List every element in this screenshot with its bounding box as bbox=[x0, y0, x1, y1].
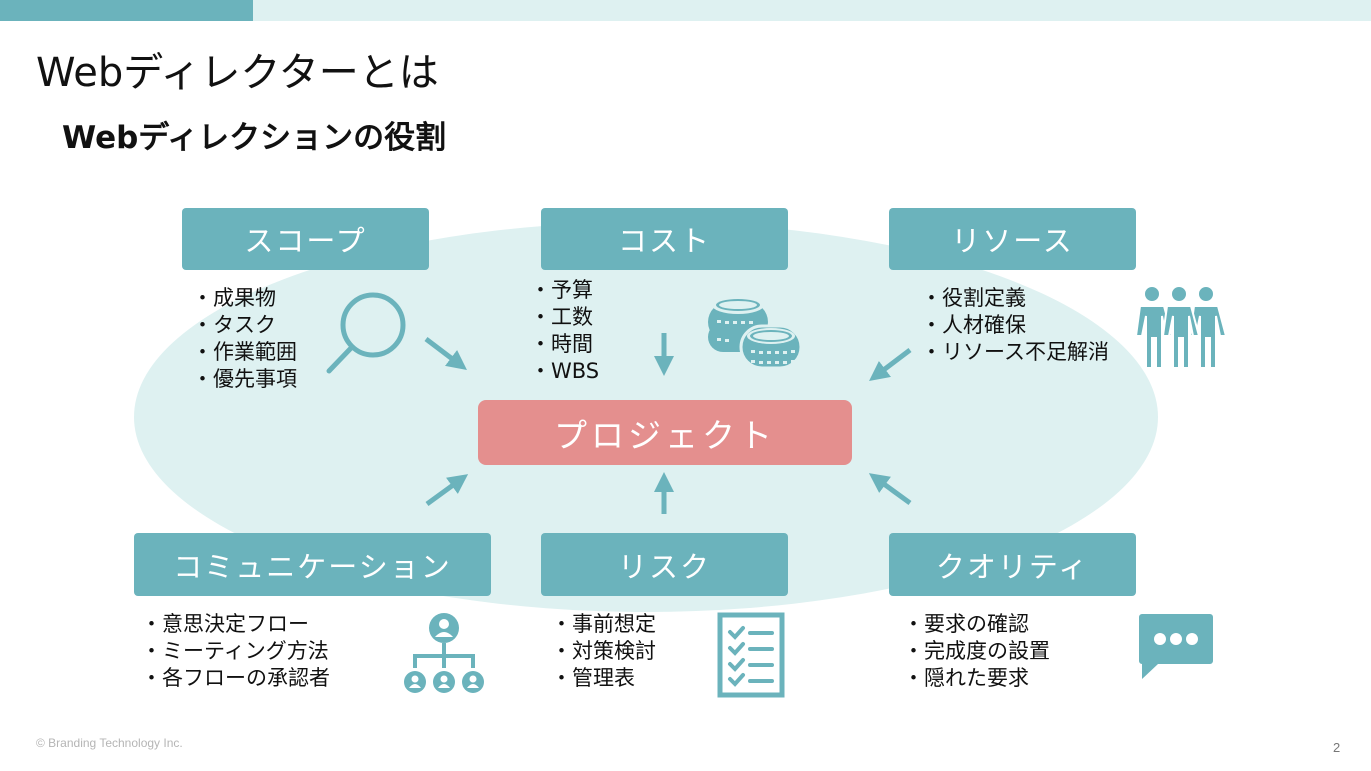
slide-subtitle: Webディレクションの役割 bbox=[62, 120, 447, 156]
list-item: 役割定義 bbox=[921, 285, 1109, 312]
category-box-cost: コスト bbox=[541, 208, 788, 270]
list-item: ミーティング方法 bbox=[141, 638, 330, 665]
list-item: 意思決定フロー bbox=[141, 611, 330, 638]
list-item: リソース不足解消 bbox=[921, 339, 1109, 366]
speech-bubble-icon bbox=[1139, 614, 1213, 679]
top-light-bar bbox=[253, 0, 1371, 21]
list-item: 人材確保 bbox=[921, 312, 1109, 339]
top-accent-bar bbox=[0, 0, 253, 21]
arrow-resource bbox=[869, 348, 912, 382]
checklist-icon bbox=[717, 612, 785, 698]
category-box-quality: クオリティ bbox=[889, 533, 1136, 596]
arrow-quality bbox=[868, 473, 912, 506]
arrow-communication bbox=[425, 474, 469, 507]
list-item: 各フローの承認者 bbox=[141, 665, 330, 692]
list-item: WBS bbox=[530, 358, 599, 385]
list-item: 工数 bbox=[530, 304, 599, 331]
list-item: 作業範囲 bbox=[192, 339, 297, 366]
category-box-resource: リソース bbox=[889, 208, 1136, 270]
cost-list: 予算 工数 時間 WBS bbox=[530, 277, 599, 385]
communication-list: 意思決定フロー ミーティング方法 各フローの承認者 bbox=[141, 611, 330, 692]
copyright-footer: © Branding Technology Inc. bbox=[36, 736, 183, 750]
list-item: 隠れた要求 bbox=[903, 665, 1050, 692]
list-item: 完成度の設置 bbox=[903, 638, 1050, 665]
list-item: 対策検討 bbox=[551, 638, 656, 665]
people-icon bbox=[1134, 285, 1228, 369]
coins-icon bbox=[708, 296, 803, 370]
list-item: 管理表 bbox=[551, 665, 656, 692]
quality-list: 要求の確認 完成度の設置 隠れた要求 bbox=[903, 611, 1050, 692]
category-box-risk: リスク bbox=[541, 533, 788, 596]
arrow-scope bbox=[424, 337, 467, 371]
list-item: 時間 bbox=[530, 331, 599, 358]
org-chart-icon bbox=[404, 613, 484, 693]
category-box-scope: スコープ bbox=[182, 208, 429, 270]
list-item: 成果物 bbox=[192, 285, 297, 312]
list-item: 優先事項 bbox=[192, 366, 297, 393]
list-item: 予算 bbox=[530, 277, 599, 304]
risk-list: 事前想定 対策検討 管理表 bbox=[551, 611, 656, 692]
project-box: プロジェクト bbox=[478, 400, 852, 465]
list-item: 事前想定 bbox=[551, 611, 656, 638]
scope-list: 成果物 タスク 作業範囲 優先事項 bbox=[192, 285, 297, 393]
resource-list: 役割定義 人材確保 リソース不足解消 bbox=[921, 285, 1109, 366]
category-box-communication: コミュニケーション bbox=[134, 533, 491, 596]
slide-title: Webディレクターとは bbox=[36, 50, 439, 96]
page-number: 2 bbox=[1333, 740, 1341, 755]
magnifier-icon bbox=[326, 292, 406, 374]
list-item: 要求の確認 bbox=[903, 611, 1050, 638]
list-item: タスク bbox=[192, 312, 297, 339]
